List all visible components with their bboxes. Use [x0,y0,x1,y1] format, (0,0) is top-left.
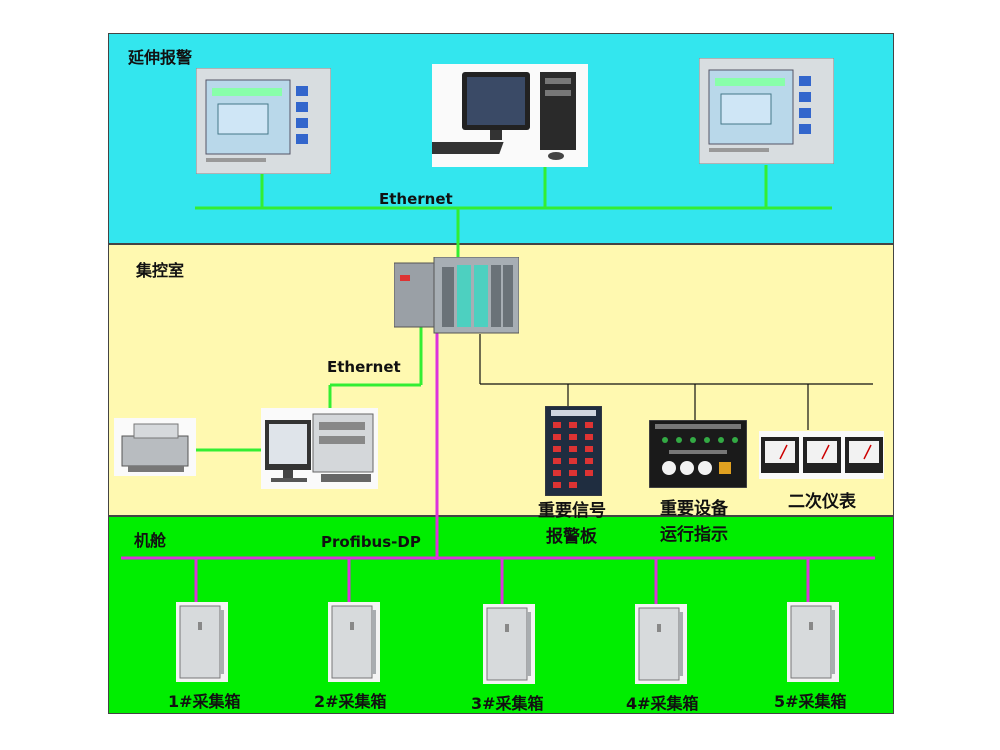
alarm-panel-label-line1: 重要信号 [538,501,606,521]
collector-label-3: 3#采集箱 [471,694,544,713]
hmi-panel-left [196,68,331,174]
indicator-label-line2: 运行指示 [660,525,728,545]
collector-label-5: 5#采集箱 [774,692,847,711]
workstation-pc-mid [261,408,378,489]
collector-label-2: 2#采集箱 [314,692,387,711]
profibus-label: Profibus-DP [321,533,421,551]
ethernet-label-mid: Ethernet [327,358,401,376]
collector-label-1: 1#采集箱 [168,692,241,711]
alarm-panel-label-line2: 报警板 [546,527,597,547]
hmi-panel-right [699,58,834,164]
alarm-panel [545,406,602,496]
plc-rack [394,257,519,334]
ethernet-label-top: Ethernet [379,190,453,208]
collector-box-3 [483,604,535,684]
secondary-instruments [759,431,884,479]
zone-label-extension-alarm: 延伸报警 [128,48,193,67]
instruments-label: 二次仪表 [788,492,856,512]
indicator-panel [649,420,747,488]
zone-label-control-room: 集控室 [136,261,185,280]
printer [114,418,196,476]
zone-label-engine-room: 机舱 [134,531,167,550]
collector-box-2 [328,602,380,682]
indicator-label-line1: 重要设备 [660,499,728,519]
collector-box-4 [635,604,687,684]
workstation-pc-top [432,64,588,167]
collector-label-4: 4#采集箱 [626,694,699,713]
collector-box-5 [787,602,839,682]
collector-box-1 [176,602,228,682]
